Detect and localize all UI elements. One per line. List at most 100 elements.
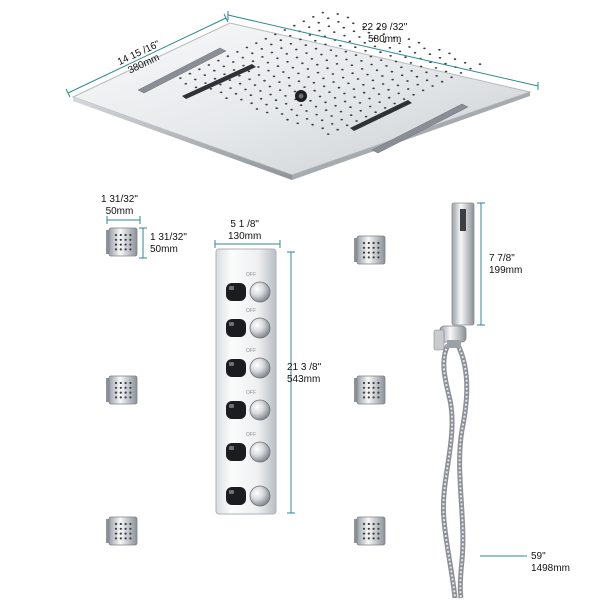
nozzle-dot [419,65,423,68]
nozzle-dot [440,80,444,83]
hose-length-label: 59" 1498mm [531,551,570,575]
nozzle-dot [253,84,257,86]
nozzle-dot [348,40,352,43]
nozzle-dot [301,62,304,65]
rain-panel-dimension-lines [65,11,539,98]
nozzle-dot [400,66,403,69]
nozzle-dot [283,29,287,31]
nozzle-dot [332,81,335,83]
nozzle-dot [346,16,350,19]
nozzle-dot [293,24,296,27]
body-jet-height-mm: 50mm [150,244,178,255]
nozzle-dot [270,43,273,46]
valve-height-mm: 543mm [287,374,321,385]
nozzle-dot [409,62,413,64]
nozzle-dot [285,53,289,55]
nozzle-dot [266,61,270,64]
nozzle-dot [229,87,232,89]
hose-length-mm: 1498mm [531,563,570,574]
nozzle-dot [428,53,432,56]
nozzle-dot [311,123,314,126]
valve-width-in: 5 1 /8" [230,219,259,230]
nozzle-dot [402,98,406,100]
panel-slot [350,100,412,131]
nozzle-dot [234,92,238,95]
nozzle-dot [459,72,463,74]
nozzle-dot [232,61,235,63]
nozzle-dot [280,47,283,49]
nozzle-dot [363,41,367,44]
valve-height-in: 21 3 /8" [287,362,322,373]
nozzle-dot [367,31,371,34]
nozzle-dot [305,110,308,112]
nozzle-dot [261,56,264,58]
valve-height-label: 21 3 /8" 543mm [287,362,321,386]
nozzle-dot [373,37,376,40]
nozzle-dot [372,87,375,90]
nozzle-dot [383,41,386,43]
hose-icon [440,343,470,599]
nozzle-dot [263,79,266,82]
nozzle-dot [217,59,220,62]
nozzle-dot [423,47,426,50]
nozzle-dot [377,93,381,95]
nozzle-dot [336,13,340,15]
nozzle-dot [322,85,326,88]
nozzle-dot [383,107,387,109]
nozzle-dot [226,55,230,58]
body-jet-icon [354,516,386,546]
valve-knob-icon: OFF [226,390,271,421]
nozzle-dot [350,64,354,67]
nozzle-dot [254,42,258,44]
nozzle-dot [320,119,324,122]
nozzle-dot [238,74,241,77]
knob-off-label: OFF [246,390,256,396]
nozzle-dot [320,53,323,56]
nozzle-dot [278,81,281,83]
nozzle-dot [260,48,264,50]
body-jet-icon [354,235,386,265]
nozzle-dot [219,83,222,86]
nozzle-dot [265,103,268,106]
nozzle-dot [325,59,329,62]
nozzle-dot [284,95,287,97]
nozzle-dot [340,118,344,121]
nozzle-dot [274,33,277,36]
nozzle-dot [324,109,328,112]
valve-width-mm: 130mm [228,231,262,242]
nozzle-dot [435,75,438,77]
nozzle-dot [351,72,354,75]
nozzle-dot [331,73,335,75]
nozzle-dot [413,51,417,54]
nozzle-dot [389,54,392,57]
nozzle-dot [378,101,382,103]
nozzle-dot [406,88,410,90]
nozzle-dot [410,70,413,72]
nozzle-dot [251,52,254,55]
body-jet-dimension-lines [106,216,147,259]
nozzle-dot [373,45,377,48]
nozzle-dot [337,86,341,89]
rain-panel-width-in: 22 29 /32" [362,22,408,33]
nozzle-dot [299,104,303,107]
nozzle-dot [327,25,331,28]
nozzle-dot [264,37,268,40]
nozzle-dot [364,115,368,118]
nozzle-dot [228,79,232,81]
valve-knob-icon [226,485,271,507]
nozzle-dot [438,56,442,59]
nozzle-dot [438,48,441,51]
nozzle-dot [251,60,255,63]
panel-slot [137,47,227,94]
nozzle-dot [288,34,292,37]
nozzle-dot [276,65,280,68]
nozzle-dot [324,43,327,46]
nozzle-dot [360,68,364,70]
nozzle-dot [404,56,407,59]
nozzle-dot [406,80,409,82]
rain-shower-panel-icon [71,11,532,180]
nozzle-dot [219,91,223,94]
nozzle-dot [359,109,363,112]
nozzle-dot [250,102,253,105]
